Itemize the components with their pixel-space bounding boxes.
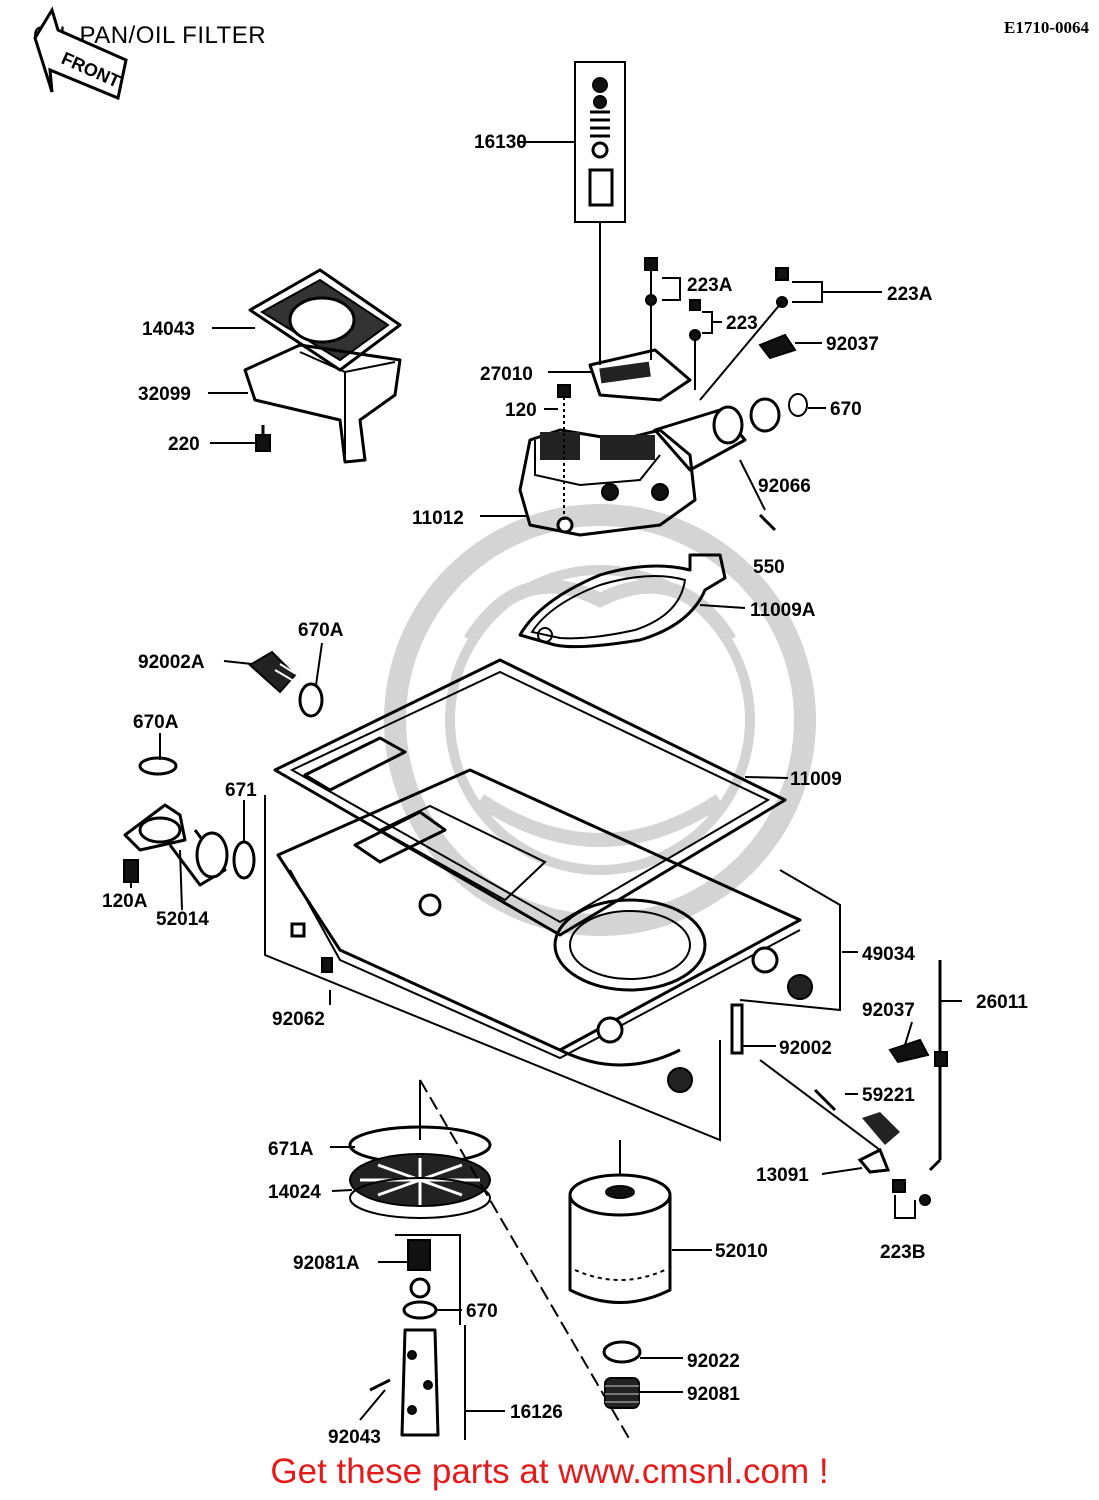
clamp-92037-upper bbox=[758, 333, 797, 360]
part-label: 223A bbox=[887, 284, 933, 305]
part-label: 92022 bbox=[687, 1351, 740, 1372]
part-label: 120 bbox=[505, 400, 537, 421]
bolt-220 bbox=[255, 425, 271, 452]
part-label: 11012 bbox=[412, 508, 464, 529]
part-label: 52010 bbox=[715, 1241, 768, 1262]
part-label: 11009 bbox=[790, 769, 842, 790]
plug-92002A bbox=[248, 650, 297, 694]
bolt-223A-left bbox=[644, 257, 681, 360]
part-label: 92043 bbox=[328, 1427, 381, 1448]
part-label: 671A bbox=[268, 1139, 314, 1160]
oil-pan-49034 bbox=[264, 768, 841, 1142]
filter-bolt-16126 bbox=[369, 1234, 466, 1440]
part-label: 92062 bbox=[272, 1009, 325, 1030]
part-label: 670 bbox=[466, 1301, 498, 1322]
diagram-reference-code: E1710-0064 bbox=[1004, 18, 1089, 37]
part-label: 26011 bbox=[976, 992, 1028, 1013]
part-label: 16130 bbox=[474, 132, 527, 153]
part-label: 670A bbox=[298, 620, 344, 641]
part-label: 92066 bbox=[758, 476, 811, 497]
o-ring-670A-upper bbox=[298, 682, 324, 718]
oil-pan-gasket-11009 bbox=[273, 658, 787, 937]
part-label: 92081A bbox=[293, 1253, 360, 1274]
leader-lines bbox=[130, 141, 962, 1421]
oil-filter-element-52010 bbox=[568, 1140, 672, 1304]
part-label: 52014 bbox=[156, 909, 209, 930]
bolt-223B bbox=[892, 1179, 931, 1219]
part-label: 223B bbox=[880, 1242, 925, 1263]
relief-valve-16130 bbox=[574, 61, 626, 365]
part-label: 49034 bbox=[862, 944, 915, 965]
filter-cover-14024 bbox=[348, 1080, 492, 1219]
part-label: 92002A bbox=[138, 652, 205, 673]
dipstick-26011 bbox=[928, 960, 948, 1172]
part-label: 670A bbox=[133, 712, 179, 733]
part-label: 13091 bbox=[756, 1165, 809, 1186]
part-label: 11009A bbox=[750, 600, 816, 621]
part-label: 32099 bbox=[138, 384, 191, 405]
clamp-92037-lower bbox=[888, 1038, 930, 1064]
watermark-logo bbox=[384, 504, 816, 936]
part-label: 223 bbox=[726, 313, 758, 334]
part-label: 550 bbox=[753, 557, 785, 578]
part-label: 16126 bbox=[510, 1402, 563, 1423]
part-label: 92081 bbox=[687, 1384, 740, 1405]
part-label: 92037 bbox=[826, 334, 879, 355]
part-label: 92037 bbox=[862, 1000, 915, 1021]
part-label: 670 bbox=[830, 399, 862, 420]
oil-pipe-52014 bbox=[123, 756, 256, 887]
o-ring-670-pump bbox=[749, 393, 808, 433]
gasket-11009A bbox=[518, 553, 727, 649]
part-label: 223A bbox=[687, 275, 733, 296]
promo-link[interactable]: Get these parts at www.cmsnl.com ! bbox=[270, 1452, 829, 1491]
part-label: 14043 bbox=[142, 319, 195, 340]
oil-strainer bbox=[243, 268, 402, 464]
washer-92022 bbox=[602, 1340, 642, 1364]
spring-92081 bbox=[604, 1377, 640, 1409]
part-label: 59221 bbox=[862, 1085, 915, 1106]
oil-pressure-switch-59221 bbox=[759, 1059, 900, 1174]
part-label: 671 bbox=[225, 780, 257, 801]
part-labels: 16130 223A 223A 223 92037 14043 32099 27… bbox=[102, 132, 1028, 1448]
part-label: 14024 bbox=[268, 1182, 321, 1203]
front-arrow-icon: FRONT bbox=[33, 6, 128, 101]
part-label: 27010 bbox=[480, 364, 533, 385]
oil-pump-body-11012 bbox=[518, 348, 747, 537]
part-label: 120A bbox=[102, 891, 148, 912]
bolt-223 bbox=[689, 299, 713, 390]
drain-bolt-92002 bbox=[730, 1003, 744, 1055]
part-label: 92002 bbox=[779, 1038, 832, 1059]
part-label: 220 bbox=[168, 434, 200, 455]
pin-550 bbox=[739, 459, 777, 532]
